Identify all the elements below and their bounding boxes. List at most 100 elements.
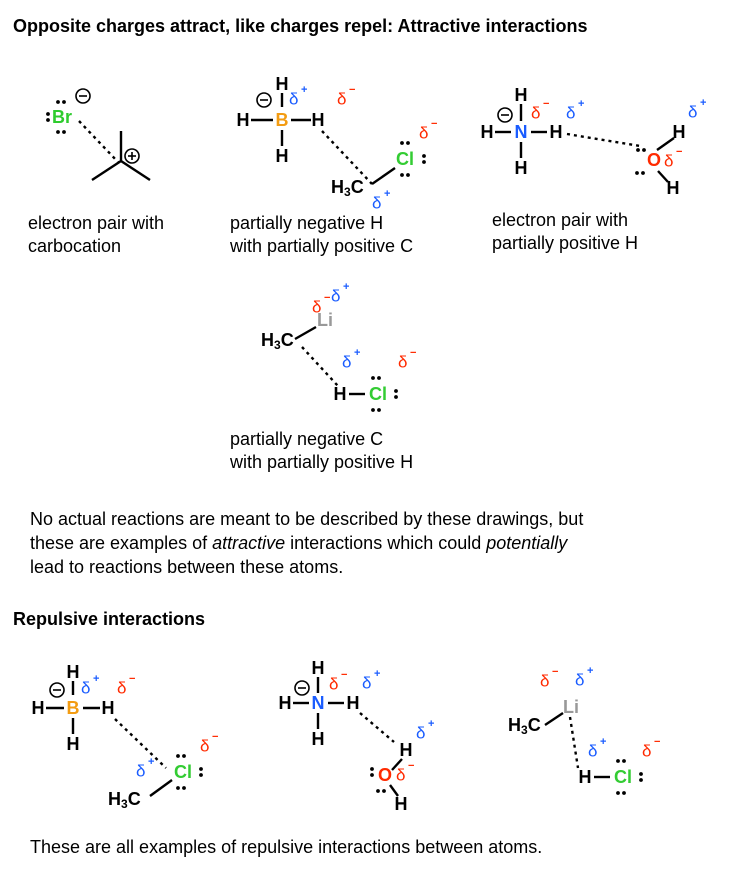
hydrogen-atom: H [276,74,289,94]
hydrogen-atom: H [334,384,347,404]
hydrogen-atom: H [67,734,80,754]
chlorine-lone-pair [422,160,426,164]
bromine-atom: Br [52,107,72,127]
delta-minus: δ [531,104,540,123]
chlorine-lone-pair [371,408,375,412]
bond [656,137,675,151]
hydrogen-atom: H [312,110,325,130]
oxygen-lone-pair [642,148,646,152]
hydrogen-atom: H [515,85,528,105]
bromine-lone-pair [62,100,66,104]
hydrogen-atom: H [400,740,413,760]
chlorine-atom: Cl [369,384,387,404]
hydrogen-atom: H [667,178,680,198]
hydrogen-atom: H [673,122,686,142]
chlorine-lone-pair [616,759,620,763]
delta-minus: δ [312,298,321,317]
chlorine-lone-pair [377,376,381,380]
chlorine-lone-pair [622,759,626,763]
bond [149,779,173,797]
delta-plus: δ [289,90,298,109]
oxygen-lone-pair [636,148,640,152]
hydrogen-atom: H [279,693,292,713]
hydrogen-atom: H [395,794,408,814]
methyl-group: H3C [108,789,141,811]
attractive-heading: Opposite charges attract, like charges r… [13,16,588,36]
carbon-bond [120,159,151,182]
delta-minus: δ [200,737,209,756]
delta-plus-sign: + [374,668,380,680]
delta-minus-sign: − [408,760,414,772]
nitrogen-atom: N [312,693,325,713]
caption-ammonia-water: electron pair with partially positive H [492,210,639,253]
repulsive-caption: These are all examples of repulsive inte… [30,837,543,857]
delta-minus: δ [419,124,428,143]
delta-minus-sign: − [324,292,330,304]
delta-plus-sign: + [301,84,307,96]
oxygen-lone-pair [370,767,374,771]
delta-minus-sign: − [654,736,660,748]
oxygen-lone-pair [370,773,374,777]
delta-plus: δ [331,287,340,306]
chlorine-atom: Cl [174,762,192,782]
hydrogen-atom: H [102,698,115,718]
delta-plus-sign: + [93,673,99,685]
bromine-lone-pair [46,118,50,122]
attraction-dashed-line [78,120,119,163]
hydrogen-atom: H [237,110,250,130]
attraction-dashed-line [301,346,339,387]
delta-minus-sign: − [212,731,218,743]
delta-plus-sign: + [148,756,154,768]
chlorine-lone-pair [199,773,203,777]
bond [544,712,564,726]
hydrogen-atom: H [515,158,528,178]
chlorine-lone-pair [616,791,620,795]
bond [371,167,396,185]
chlorine-lone-pair [422,154,426,158]
bond [294,325,317,341]
delta-minus-sign: − [129,673,135,685]
repulsion-dashed-line [359,712,395,743]
delta-minus-sign: − [431,118,437,130]
delta-plus: δ [372,194,381,213]
caption-carbocation: electron pair with carbocation [28,213,165,256]
bromine-lone-pair [46,112,50,116]
chlorine-lone-pair [176,754,180,758]
delta-minus-sign: − [543,98,549,110]
delta-plus-sign: + [587,665,593,677]
delta-plus: δ [81,679,90,698]
caption-methyllithium: partially negative C with partially posi… [230,429,414,472]
delta-minus: δ [329,675,338,694]
attraction-dashed-line [566,132,641,148]
delta-minus-sign: − [552,666,558,678]
delta-plus-sign: + [354,347,360,359]
repulsion-dashed-line [568,716,580,769]
methyl-group: H3C [261,330,294,352]
explanation-paragraph: No actual reactions are meant to be desc… [30,509,584,577]
delta-minus: δ [540,672,549,691]
oxygen-lone-pair [635,171,639,175]
hydrogen-atom: H [32,698,45,718]
delta-plus: δ [575,671,584,690]
bond [657,170,669,183]
chlorine-lone-pair [406,141,410,145]
chlorine-lone-pair [371,376,375,380]
delta-minus-sign: − [676,146,682,158]
chlorine-lone-pair [199,767,203,771]
delta-plus: δ [362,674,371,693]
hydrogen-atom: H [312,729,325,749]
delta-minus-sign: − [349,84,355,96]
bond [389,784,399,797]
delta-minus: δ [642,742,651,761]
oxygen-atom: O [647,150,661,170]
delta-plus: δ [566,104,575,123]
bond [391,758,403,771]
methyl-group: H3C [331,177,364,199]
oxygen-atom: O [378,765,392,785]
chlorine-lone-pair [406,173,410,177]
hydrogen-atom: H [481,122,494,142]
hydrogen-atom: H [347,693,360,713]
delta-plus: δ [416,724,425,743]
chlorine-lone-pair [377,408,381,412]
delta-plus-sign: + [700,97,706,109]
